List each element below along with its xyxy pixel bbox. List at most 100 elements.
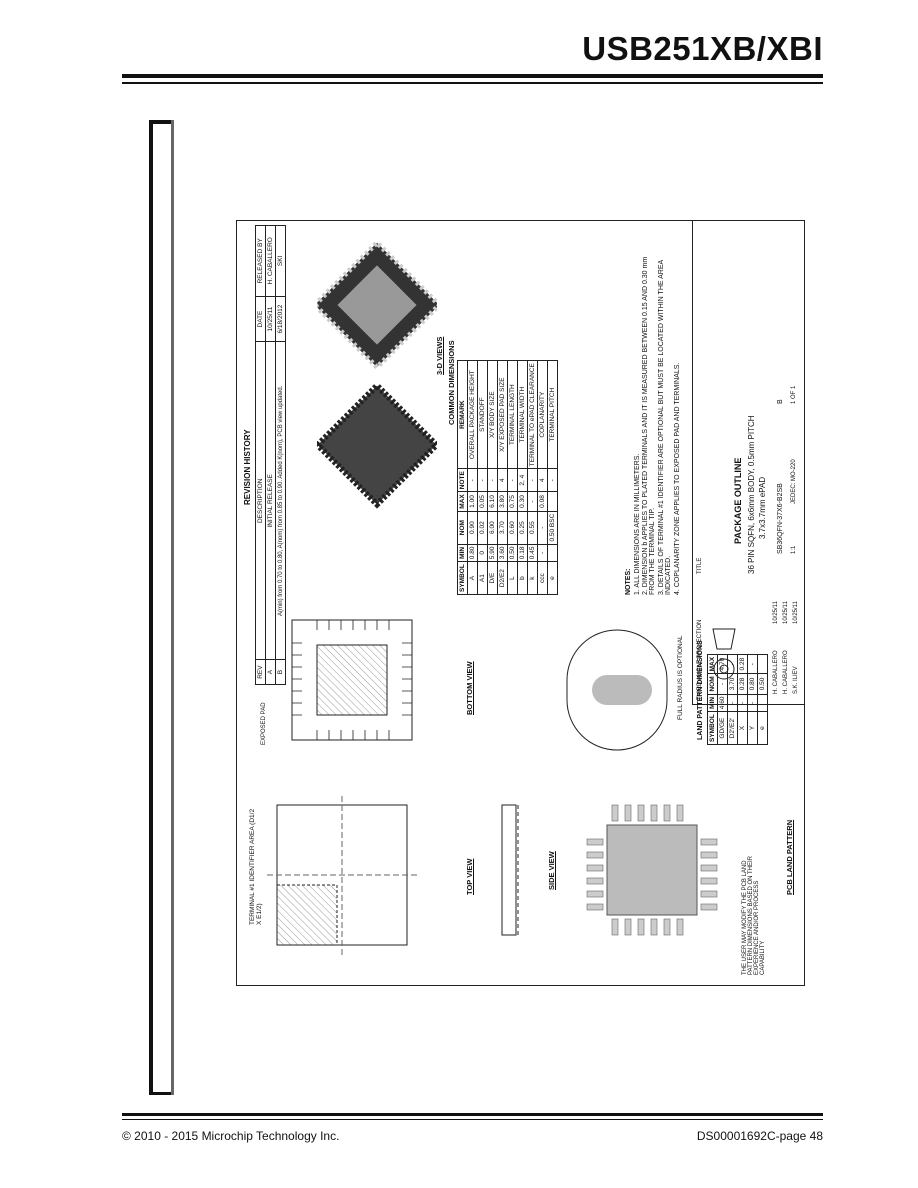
table-cell: 0.30 [517,491,528,512]
table-cell: TERMINAL LENGTH [507,360,518,469]
bottom-view-label: BOTTOM VIEW [465,661,474,715]
full-radius-label: FULL RADIUS IS OPTIONAL [677,635,684,720]
table-cell: X [737,711,748,745]
table-cell: 3.60 [497,544,508,562]
table-cell: - [737,694,748,712]
rev-cell: H. CABALLERO [265,225,276,297]
land-pattern-title: LAND PATTERN DIMENSIONS [697,640,704,740]
table-row: Y-0.80- [747,654,758,745]
table-cell: - [747,694,758,712]
table-cell: 4 [497,468,508,492]
table-cell: 6.10 [487,491,498,512]
rev-header: RELEASED BY [255,225,266,297]
table-cell: 3.80 [497,491,508,512]
3d-views-label: 3-D VIEWS [435,336,444,375]
table-cell: 0.28 [737,654,748,674]
table-cell: 4.60 [717,694,728,712]
rev-cell: SKI [275,225,286,297]
table-cell: 0.50 [507,544,518,562]
document-title: USB251XB/XBI [582,30,823,67]
frame-bottom-bar [149,1092,174,1095]
bottom-view-drawing [291,619,413,741]
table-cell: A1 [477,561,488,595]
table-cell: 4 [537,468,548,492]
bottom-view-exposed-pad [316,644,388,716]
rev-cell: INITIAL RELEASE [265,341,276,660]
table-cell: GD/GE [717,711,728,745]
3d-views-graphic [317,239,437,509]
table-cell: 6.00 [487,511,498,545]
table-cell: 0.75 [507,491,518,512]
table-cell: 1.00 [467,491,478,512]
page-number: DS00001692C-page 48 [696,1129,823,1143]
table-cell: A [467,561,478,595]
table-cell: - [487,468,498,492]
projection-symbol-icon [712,628,736,680]
checked-by: H. CABALLERO [783,650,789,694]
table-cell: - [507,468,518,492]
table-cell: X/Y BODY SIZE [487,360,498,469]
common-dimensions-header: NOM [457,511,468,545]
note-3: 3. DETAILS OF TERMINAL #1 IDENTIFIER ARE… [658,260,672,595]
table-cell [757,654,768,674]
table-cell: D2'/E2' [727,711,738,745]
pcb-note: THE USER MAY MODIFY THE PCB LAND PATTERN… [742,855,766,975]
table-cell: - [477,468,488,492]
drawn-by: H. CABALLERO [773,650,779,694]
table-cell: 0.60 [507,511,518,545]
table-cell: 0.02 [477,511,488,545]
table-cell: - [527,491,538,512]
table-cell: STANDOFF [477,360,488,469]
rev-cell: 6/18/2012 [275,296,286,342]
exposed-pad-label: EXPOSED PAD [261,702,267,745]
jedec-standard: JEDEC: MO-220 [791,459,797,504]
copyright: © 2010 - 2015 Microchip Technology Inc. [122,1129,340,1143]
table-cell: 0 [477,544,488,562]
table-cell: 2, 4 [517,468,528,492]
title-label: TITLE [697,557,703,574]
rev-header: DATE [255,296,266,342]
table-cell: 3.70 [727,673,738,695]
rev-cell: 10/25/11 [265,296,276,342]
footer-rule-thin [122,1119,823,1120]
table-cell: b [517,561,528,595]
table-cell: - [547,468,558,492]
rotated-drawing: REVISION HISTORY REV DESCRIPTION DATE RE… [237,220,805,985]
table-cell: - [467,468,478,492]
frame-inner-bar [171,120,174,1095]
table-cell: - [527,468,538,492]
table-cell: D2/E2 [497,561,508,595]
table-cell: D/E [487,561,498,595]
date-checked: 10/25/11 [783,601,789,624]
table-cell: Y [747,711,758,745]
land-pattern-header: MAX [707,654,718,674]
table-cell: k [527,561,538,595]
header-rule-thin [122,82,823,84]
table-cell: 0.90 [467,511,478,545]
scale: 1:1 [791,545,797,554]
table-cell: - [537,544,548,562]
table-cell: 3.70 [497,511,508,545]
table-cell: e [547,561,558,595]
full-radius-detail [566,629,668,751]
common-dimensions-header: NOTE [457,468,468,492]
table-cell: COPLANARITY [537,360,548,469]
note-1: 1. ALL DIMENSIONS ARE IN MILLIMETERS. [634,453,641,595]
terminal1-identifier-label: TERMINAL #1 IDENTIFIER AREA (D1/2 X E1/2… [249,808,263,925]
common-dimensions-header: MIN [457,544,468,562]
top-view-label: TOP VIEW [465,858,474,895]
side-view-drawing [501,804,519,936]
table-cell: 0.45 [527,544,538,562]
common-dimensions-title: COMMON DIMENSIONS [447,340,456,425]
footer-rule [122,1113,823,1116]
title-block: THIRD ANGLE PROJECTION TITLE PACKAGE OUT… [692,220,805,705]
